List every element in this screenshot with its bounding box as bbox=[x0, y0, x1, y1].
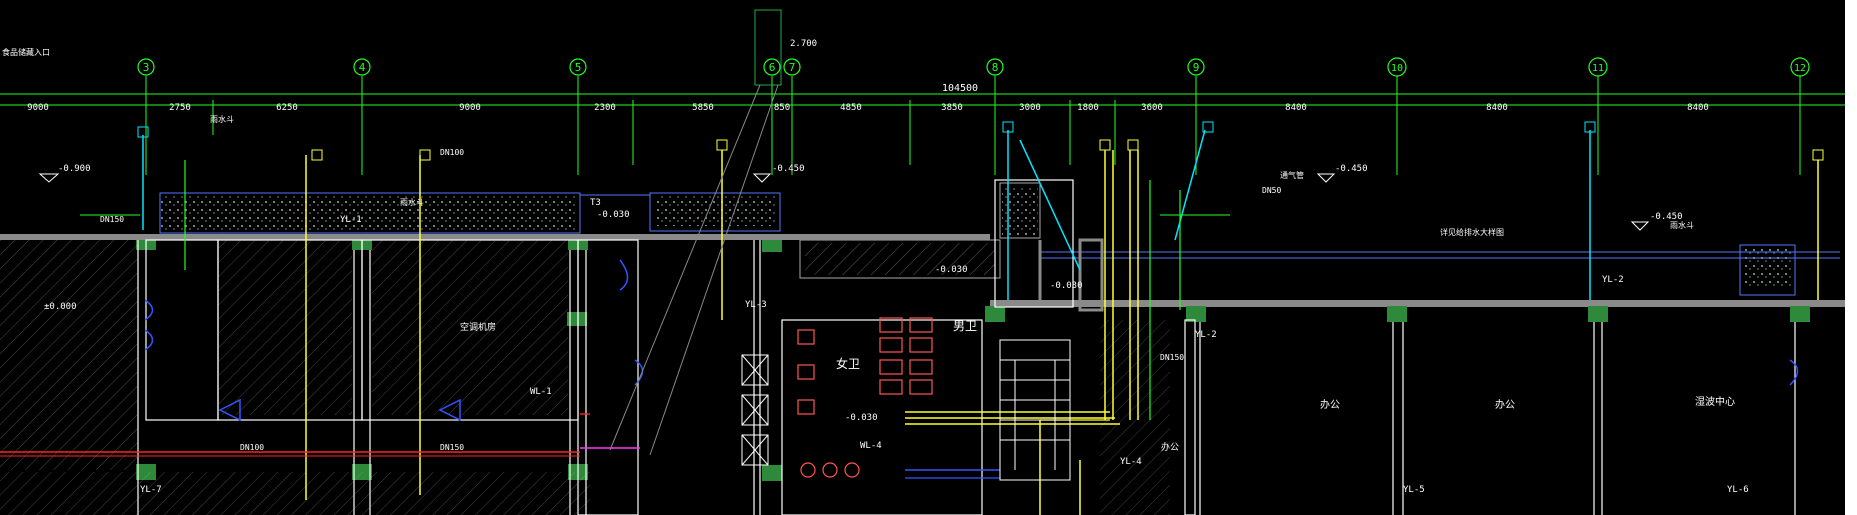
overall-dimension: 104500 bbox=[942, 83, 978, 94]
note: 通气管 bbox=[1280, 170, 1304, 180]
axis-label-10: 10 bbox=[1391, 63, 1403, 74]
dimension-lines bbox=[0, 76, 1845, 175]
axis-label-11: 11 bbox=[1592, 63, 1604, 74]
pipe-label: DN150 bbox=[440, 443, 464, 452]
pipe-label: DN150 bbox=[1160, 353, 1184, 362]
corner-note: 食品储藏入口 bbox=[2, 47, 50, 57]
dim-value: 3000 bbox=[1019, 103, 1041, 113]
dim-value: 3850 bbox=[941, 103, 963, 113]
pipe-label: DN100 bbox=[240, 443, 264, 452]
room-labels: 办公 办公 湿波中心 男卫 女卫 空调机房 办公 bbox=[460, 319, 1735, 453]
elevation-label: ±0.000 bbox=[44, 302, 77, 312]
pipe-label: YL-1 bbox=[340, 215, 362, 225]
horizontal-pipes bbox=[0, 214, 1230, 479]
leader-line bbox=[649, 84, 779, 456]
dimension-values: 9000 2750 6250 9000 2300 5850 850 4850 3… bbox=[27, 103, 1709, 113]
elevation-label: 2.700 bbox=[790, 39, 817, 49]
toilet-fixtures bbox=[797, 317, 933, 478]
elevation-label: -0.030 bbox=[1050, 281, 1083, 291]
annotation-notes: 雨水斗 雨水斗 详见给排水大样图 雨水斗 通气管 bbox=[210, 114, 1694, 237]
pipe-labels: YL-1 YL-2 YL-2 YL-3 YL-4 YL-5 YL-6 YL-7 … bbox=[100, 148, 1749, 495]
axis-bubble-6: 6 bbox=[763, 58, 781, 76]
room-label: 女卫 bbox=[836, 356, 860, 371]
note: 详见给排水大样图 bbox=[1440, 227, 1504, 237]
pipe-label: DN150 bbox=[100, 215, 124, 224]
axis-label-9: 9 bbox=[1193, 61, 1200, 74]
dim-value: 9000 bbox=[27, 103, 49, 113]
axis-bubble-9: 9 bbox=[1187, 58, 1205, 76]
pipe-label: YL-2 bbox=[1195, 330, 1217, 340]
elevation-label: -0.030 bbox=[597, 210, 630, 220]
axis-bubble-10: 10 bbox=[1387, 57, 1407, 77]
pipe-label: T3 bbox=[590, 198, 601, 208]
room-label: 办公 bbox=[1320, 398, 1340, 411]
elevation-label: -0.450 bbox=[1650, 212, 1683, 222]
dim-value: 9000 bbox=[459, 103, 481, 113]
grid-axis-bubbles: 3 4 5 6 7 8 9 10 11 12 bbox=[137, 57, 1810, 77]
axis-label-3: 3 bbox=[143, 61, 150, 74]
axis-label-4: 4 bbox=[359, 61, 366, 74]
dim-value: 3600 bbox=[1141, 103, 1163, 113]
pipe-label: YL-6 bbox=[1727, 485, 1749, 495]
riser-pipes bbox=[142, 129, 1819, 515]
dim-value: 6250 bbox=[276, 103, 298, 113]
dim-value: 4850 bbox=[840, 103, 862, 113]
floor-slab-lines bbox=[0, 234, 1847, 312]
hatched-regions bbox=[0, 188, 1793, 515]
pipe-label: YL-2 bbox=[1602, 275, 1624, 285]
room-label: 办公 bbox=[1161, 441, 1179, 453]
axis-bubble-3: 3 bbox=[137, 58, 155, 76]
axis-bubble-5: 5 bbox=[569, 58, 587, 76]
dim-value: 2300 bbox=[594, 103, 616, 113]
pipe-label: DN100 bbox=[440, 148, 464, 157]
riser-caps bbox=[137, 121, 1824, 161]
note: 雨水斗 bbox=[1670, 220, 1694, 230]
dim-value: 8400 bbox=[1285, 103, 1307, 113]
axis-bubble-7: 7 bbox=[783, 58, 801, 76]
pipe-label: YL-5 bbox=[1403, 485, 1425, 495]
elevation-marks: -0.900 ±0.000 -0.450 -0.450 -0.450 -0.03… bbox=[38, 39, 1683, 423]
pipe-label: DN50 bbox=[1262, 186, 1281, 195]
elevation-label: -0.030 bbox=[845, 413, 878, 423]
axis-bubble-4: 4 bbox=[353, 58, 371, 76]
axis-label-6: 6 bbox=[769, 61, 776, 74]
room-label: 空调机房 bbox=[460, 321, 496, 333]
pipe-label: YL-3 bbox=[745, 300, 767, 310]
elevation-label: -0.450 bbox=[772, 164, 805, 174]
dim-value: 8400 bbox=[1486, 103, 1508, 113]
pipe-label: WL-1 bbox=[530, 387, 552, 397]
elevation-label: -0.030 bbox=[935, 265, 968, 275]
axis-label-8: 8 bbox=[992, 61, 999, 74]
dim-value: 1800 bbox=[1077, 103, 1099, 113]
axis-bubble-11: 11 bbox=[1588, 57, 1608, 77]
roof-slab-band bbox=[159, 182, 1840, 296]
room-label: 男卫 bbox=[953, 319, 977, 333]
note: 雨水斗 bbox=[210, 114, 234, 124]
note: 雨水斗 bbox=[400, 197, 424, 207]
roof-vent-box bbox=[754, 9, 782, 86]
elevation-label: -0.900 bbox=[58, 164, 91, 174]
dim-value: 850 bbox=[774, 103, 790, 113]
dim-value: 2750 bbox=[169, 103, 191, 113]
axis-label-7: 7 bbox=[789, 61, 796, 74]
pipe-label: YL-7 bbox=[140, 485, 162, 495]
room-label: 湿波中心 bbox=[1695, 395, 1735, 408]
stair-core bbox=[999, 339, 1071, 481]
leader-line bbox=[609, 84, 761, 451]
elevation-label: -0.450 bbox=[1335, 164, 1368, 174]
elevator-shafts bbox=[741, 354, 769, 466]
pipe-label: YL-4 bbox=[1120, 457, 1142, 467]
canvas-edge-strip[interactable] bbox=[1845, 0, 1857, 515]
axis-label-5: 5 bbox=[575, 61, 582, 74]
pipe-label: WL-4 bbox=[860, 441, 882, 451]
axis-bubble-8: 8 bbox=[986, 58, 1004, 76]
dim-value: 5850 bbox=[692, 103, 714, 113]
axis-bubble-12: 12 bbox=[1790, 57, 1810, 77]
axis-label-12: 12 bbox=[1794, 63, 1806, 74]
room-label: 办公 bbox=[1495, 398, 1515, 411]
dim-value: 8400 bbox=[1687, 103, 1709, 113]
